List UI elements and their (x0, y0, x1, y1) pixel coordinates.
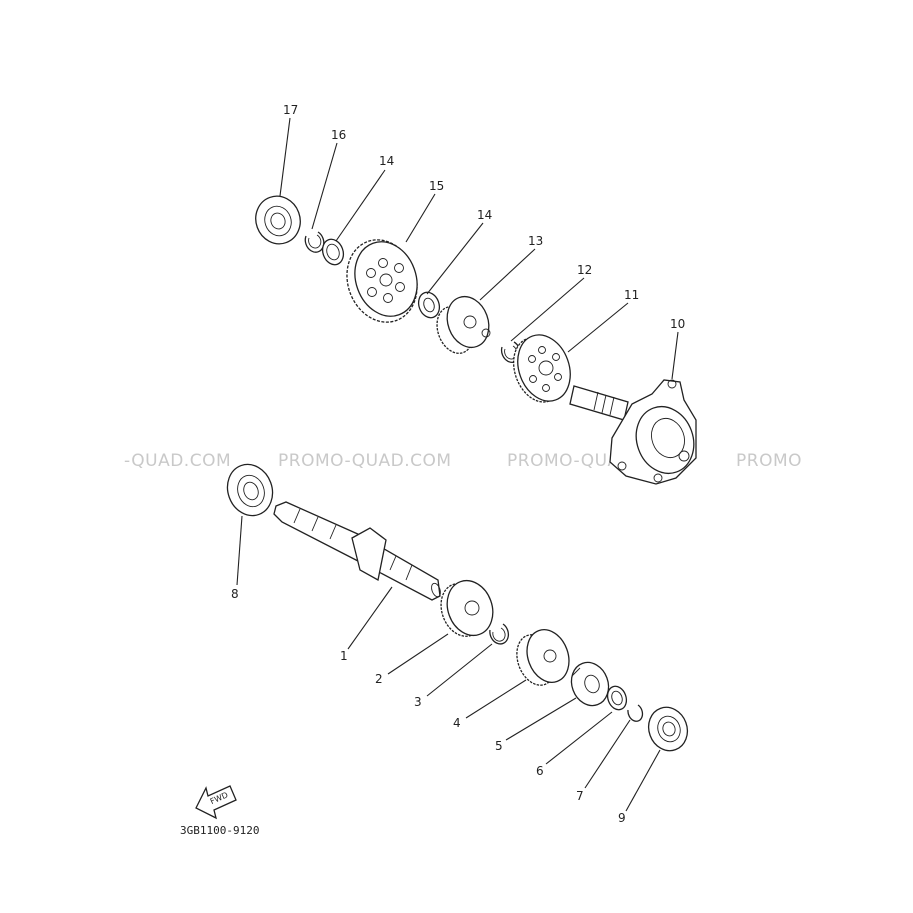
callout-14: 14 (379, 154, 394, 168)
watermark-text: -QUAD.COM (124, 451, 231, 471)
part-16-circlip (304, 231, 325, 253)
part-3-circlip (489, 623, 509, 645)
part-17-bearing (255, 195, 301, 245)
leader-lines (236, 117, 679, 812)
callout-1: 1 (340, 649, 348, 663)
watermark-band: -QUAD.COM PROMO-QUAD.COM PROMO-QUAD.COM … (124, 451, 802, 471)
callout-13: 13 (528, 234, 543, 248)
part-14-washer (321, 238, 345, 266)
callout-8: 8 (231, 587, 239, 601)
watermark-text: PROMO-QUAD.COM (278, 451, 452, 471)
callout-17: 17 (283, 103, 298, 117)
part-8-bearing (226, 463, 274, 517)
part-13-gear (436, 295, 491, 354)
callout-6: 6 (536, 764, 544, 778)
callout-7: 7 (576, 789, 584, 803)
part-15-gear (346, 239, 418, 323)
part-4-gear (516, 629, 570, 686)
callout-4: 4 (453, 716, 461, 730)
part-11-gear (512, 334, 571, 403)
callout-labels: 17 16 14 15 14 13 12 11 10 8 1 2 3 4 5 6… (231, 103, 685, 825)
callout-9: 9 (618, 811, 626, 825)
watermark-text: PROMO (736, 451, 802, 471)
part-1-main-shaft (273, 501, 441, 601)
part-5-gear (570, 661, 610, 707)
fwd-arrow-icon: FWD (195, 785, 237, 820)
callout-5: 5 (495, 739, 503, 753)
part-14-washer (417, 291, 441, 319)
part-9-bearing (647, 706, 689, 752)
callout-16: 16 (331, 128, 346, 142)
part-code: 3GB1100-9120 (180, 824, 259, 837)
part-10-shaft-assembly (569, 379, 697, 485)
callout-2: 2 (375, 672, 383, 686)
callout-11: 11 (624, 288, 639, 302)
callout-3: 3 (414, 695, 422, 709)
callout-15: 15 (429, 179, 444, 193)
part-6-washer (606, 685, 628, 711)
callout-14: 14 (477, 208, 492, 222)
callout-10: 10 (670, 317, 685, 331)
part-2-gear (440, 579, 494, 637)
part-7-circlip (627, 704, 644, 722)
callout-12: 12 (577, 263, 592, 277)
